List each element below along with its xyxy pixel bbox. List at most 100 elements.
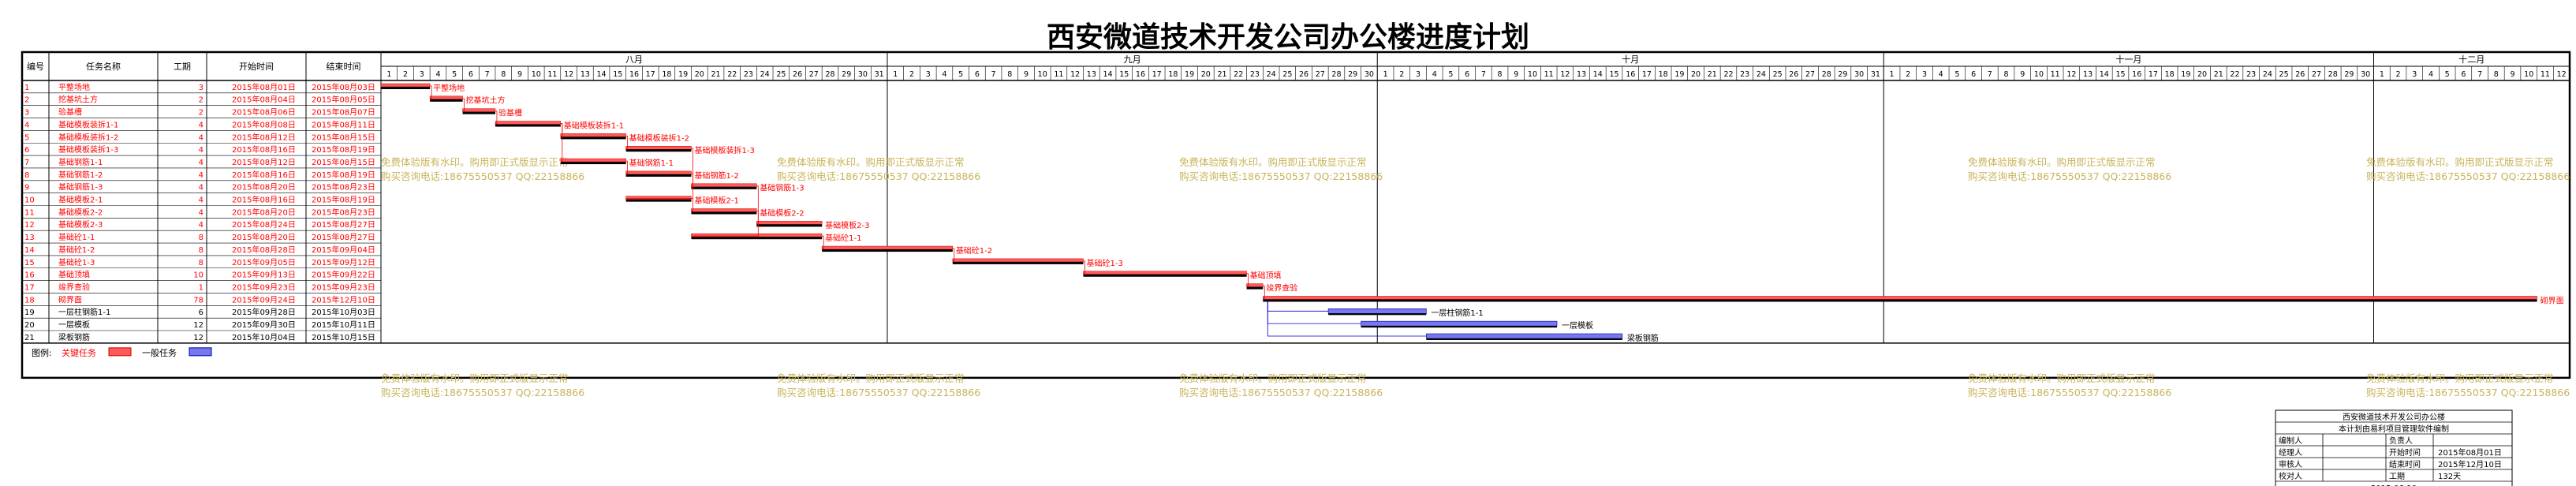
day-label: 3 xyxy=(420,70,424,79)
critical-bar xyxy=(560,158,626,163)
watermark-line1: 免费体验版有水印。购用即正式版显示正常 xyxy=(1179,372,1367,384)
day-label: 22 xyxy=(1234,70,1243,79)
task-id: 17 xyxy=(24,283,35,292)
day-label: 5 xyxy=(452,70,457,79)
day-label: 11 xyxy=(1544,70,1554,79)
day-label: 21 xyxy=(2214,70,2223,79)
day-label: 26 xyxy=(1789,70,1798,79)
dependency-arrow xyxy=(625,148,693,200)
day-label: 15 xyxy=(2115,70,2125,79)
day-label: 17 xyxy=(2149,70,2158,79)
task-start: 2015年09月24日 xyxy=(232,294,296,305)
day-label: 6 xyxy=(975,70,980,79)
info-row-middle-value: 132天 xyxy=(2438,473,2461,481)
day-label: 17 xyxy=(1152,70,1162,79)
critical-bar-shadow xyxy=(691,237,823,240)
day-label: 9 xyxy=(2510,70,2514,79)
critical-bar-shadow xyxy=(625,174,692,177)
day-label: 13 xyxy=(1087,70,1096,79)
bar-label: 基础钢筋1-1 xyxy=(629,158,674,168)
task-duration: 4 xyxy=(199,208,203,217)
start-header: 开始时间 xyxy=(239,61,274,72)
day-label: 23 xyxy=(744,70,753,79)
normal-bar xyxy=(1361,320,1558,327)
watermark-line1: 免费体验版有水印。购用即正式版显示正常 xyxy=(777,156,965,168)
day-label: 10 xyxy=(532,70,541,79)
critical-bar-shadow xyxy=(625,199,692,202)
bar-label: 基础模板装拆1-2 xyxy=(629,133,689,143)
day-label: 25 xyxy=(1282,70,1292,79)
day-label: 30 xyxy=(1854,70,1864,79)
task-duration: 10 xyxy=(193,271,203,280)
day-label: 31 xyxy=(875,70,884,79)
day-label: 7 xyxy=(485,70,490,79)
task-duration: 6 xyxy=(199,308,203,317)
task-name: 基础模板装拆1-3 xyxy=(58,144,118,155)
day-label: 25 xyxy=(1773,70,1783,79)
critical-bar xyxy=(1083,271,1247,275)
normal-bar xyxy=(1327,308,1427,314)
normal-bar-shadow xyxy=(1426,338,1622,340)
day-label: 4 xyxy=(1939,70,1943,79)
task-id: 20 xyxy=(24,321,35,330)
day-label: 29 xyxy=(1348,70,1357,79)
critical-bar xyxy=(952,258,1084,263)
day-label: 26 xyxy=(2295,70,2305,79)
day-label: 16 xyxy=(1136,70,1145,79)
task-duration: 2 xyxy=(199,109,203,118)
info-row-middle-value: 2015年12月10日 xyxy=(2438,459,2502,469)
task-end: 2015年09月04日 xyxy=(312,245,375,255)
day-label: 28 xyxy=(2328,70,2338,79)
task-start: 2015年08月20日 xyxy=(232,182,296,193)
day-label: 5 xyxy=(2445,70,2450,79)
day-label: 19 xyxy=(1674,70,1684,79)
day-label: 13 xyxy=(581,70,590,79)
task-name: 基础砼1-1 xyxy=(58,232,95,242)
task-duration: 3 xyxy=(199,84,203,92)
critical-bar xyxy=(1246,283,1264,287)
dependency-arrow xyxy=(625,160,629,174)
critical-bar-shadow xyxy=(560,162,626,165)
day-label: 23 xyxy=(1740,70,1749,79)
watermark-line1: 免费体验版有水印。购用即正式版显示正常 xyxy=(2366,372,2554,384)
id-header: 编号 xyxy=(27,61,44,72)
task-name: 基础模板2-3 xyxy=(58,219,103,230)
task-name: 基础钢筋1-1 xyxy=(58,157,103,167)
day-label: 26 xyxy=(1299,70,1309,79)
dependency-arrow xyxy=(625,136,629,149)
task-duration: 12 xyxy=(193,321,203,330)
day-label: 16 xyxy=(2132,70,2141,79)
critical-bar xyxy=(380,83,431,88)
task-name: 砌界面 xyxy=(58,295,82,305)
task-start: 2015年09月23日 xyxy=(232,282,296,292)
task-id: 7 xyxy=(24,159,29,167)
day-label: 12 xyxy=(564,70,573,79)
bar-label: 平整场地 xyxy=(433,83,465,93)
task-name: 平整场地 xyxy=(58,82,90,92)
day-label: 2 xyxy=(403,70,408,79)
task-end: 2015年08月05日 xyxy=(312,95,375,105)
normal-bar-shadow xyxy=(1361,326,1558,328)
day-label: 12 xyxy=(1070,70,1080,79)
critical-bar-shadow xyxy=(691,186,757,189)
task-start: 2015年08月24日 xyxy=(232,219,296,230)
task-duration: 78 xyxy=(193,296,203,305)
day-label: 8 xyxy=(1498,70,1503,79)
watermark-line2: 购买咨询电话:18675550537 QQ:22158866 xyxy=(2366,387,2570,398)
task-id: 14 xyxy=(24,246,35,255)
info-row-label: 经理人 xyxy=(2279,447,2302,458)
task-id: 19 xyxy=(24,308,35,317)
task-end: 2015年08月27日 xyxy=(312,232,375,242)
critical-bar-shadow xyxy=(1083,274,1247,277)
critical-bar xyxy=(625,170,692,175)
bar-label: 挖基坑土方 xyxy=(466,95,506,106)
day-label: 8 xyxy=(501,70,506,79)
task-end: 2015年08月07日 xyxy=(312,107,375,118)
day-label: 1 xyxy=(2380,70,2384,79)
critical-bar xyxy=(691,183,757,188)
day-label: 14 xyxy=(1103,70,1113,79)
critical-bar xyxy=(691,208,757,212)
legend-critical-label: 关键任务 xyxy=(62,347,96,358)
task-id: 11 xyxy=(24,208,35,217)
watermark-line1: 免费体验版有水印。购用即正式版显示正常 xyxy=(1968,156,2156,168)
